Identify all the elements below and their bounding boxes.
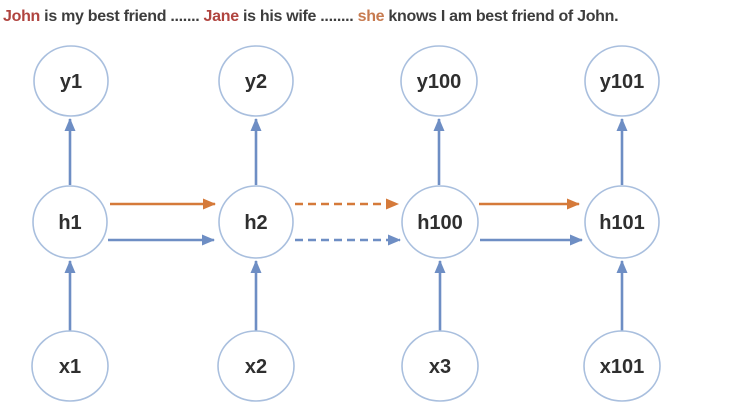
node-y1: y1 [33, 45, 109, 117]
sentence: John is my best friend ....... Jane is h… [3, 8, 731, 26]
node-x2: x2 [217, 330, 295, 402]
node-h100: h100 [401, 185, 479, 259]
node-x3: x3 [401, 330, 479, 402]
node-label-h100: h100 [417, 212, 463, 234]
node-circle-y1 [33, 45, 109, 117]
node-y101: y101 [584, 45, 660, 117]
node-label-h2: h2 [244, 212, 267, 234]
node-label-y101: y101 [600, 71, 645, 93]
node-label-x3: x3 [429, 356, 451, 378]
node-circle-y2 [218, 45, 294, 117]
sentence-segment: Jane [203, 8, 240, 25]
node-circle-h1 [32, 185, 108, 259]
node-h101: h101 [584, 185, 660, 259]
node-label-y100: y100 [417, 71, 462, 93]
node-label-x101: x101 [600, 356, 645, 378]
node-h1: h1 [32, 185, 108, 259]
sentence-segment: is his wife ........ [238, 8, 358, 25]
sentence-segment: John [3, 8, 41, 25]
sentence-segment: she [357, 8, 385, 25]
node-circle-y101 [584, 45, 660, 117]
node-y100: y100 [400, 45, 478, 117]
node-y2: y2 [218, 45, 294, 117]
node-label-h101: h101 [599, 212, 645, 234]
node-circle-x101 [583, 330, 661, 402]
node-circle-x2 [217, 330, 295, 402]
sentence-segment: is my best friend ....... [40, 8, 204, 25]
node-circle-y100 [400, 45, 478, 117]
node-label-y2: y2 [245, 71, 267, 93]
node-label-h1: h1 [58, 212, 81, 234]
node-circle-h2 [218, 185, 294, 259]
node-x101: x101 [583, 330, 661, 402]
node-label-y1: y1 [60, 71, 82, 93]
node-circle-h101 [584, 185, 660, 259]
node-label-x1: x1 [59, 356, 81, 378]
node-h2: h2 [218, 185, 294, 259]
sentence-segment: knows I am best friend of John. [384, 8, 619, 25]
node-circle-x1 [31, 330, 109, 402]
node-circle-h100 [401, 185, 479, 259]
node-circle-x3 [401, 330, 479, 402]
node-label-x2: x2 [245, 356, 267, 378]
node-x1: x1 [31, 330, 109, 402]
